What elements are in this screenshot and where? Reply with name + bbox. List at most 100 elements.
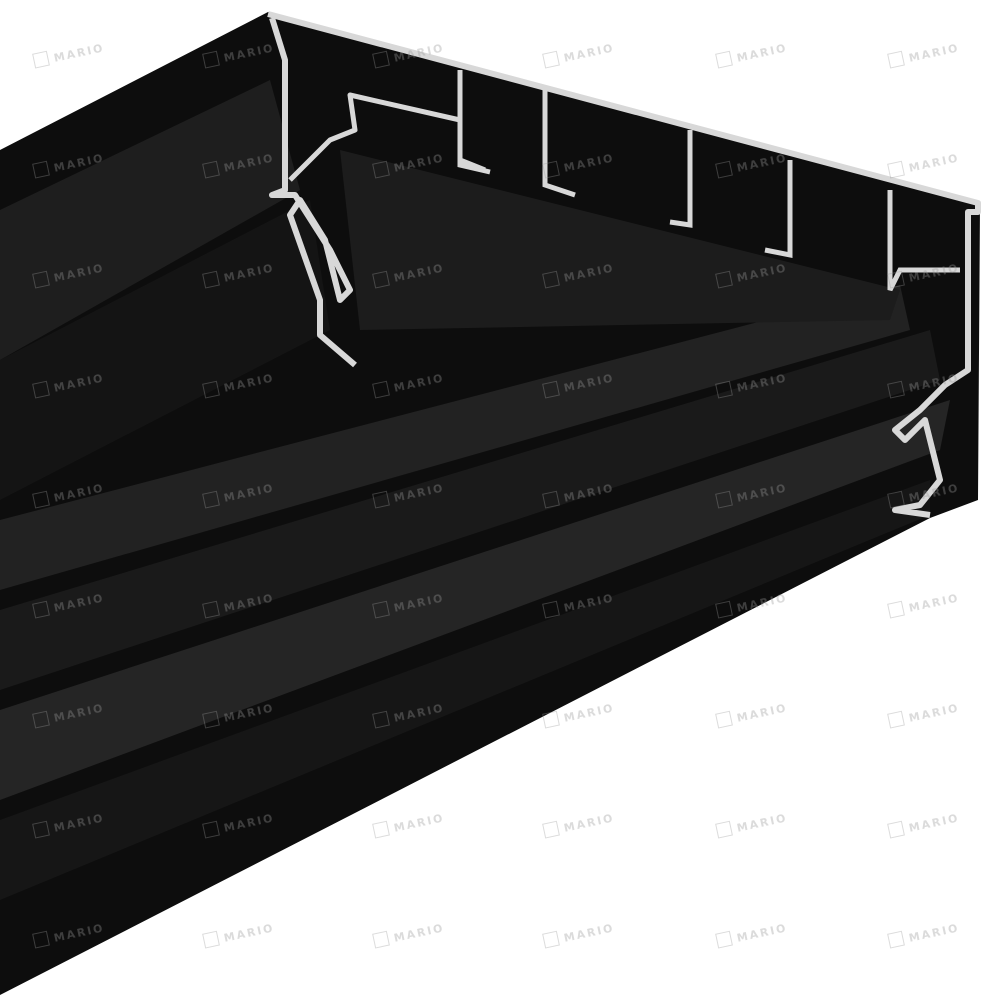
watermark-text: MARIO <box>908 41 961 64</box>
watermark: MARIO <box>372 811 446 839</box>
watermark-text: MARIO <box>563 811 616 834</box>
watermark-logo-icon <box>715 160 733 179</box>
watermark: MARIO <box>542 41 616 69</box>
watermark: MARIO <box>202 921 276 949</box>
watermark-logo-icon <box>32 820 50 839</box>
watermark: MARIO <box>372 921 446 949</box>
watermark-logo-icon <box>32 270 50 289</box>
watermark-text: MARIO <box>908 591 961 614</box>
watermark-logo-icon <box>887 380 905 399</box>
watermark: MARIO <box>542 921 616 949</box>
watermark-logo-icon <box>372 380 390 399</box>
watermark-logo-icon <box>715 490 733 509</box>
watermark-text: MARIO <box>736 921 789 944</box>
watermark-text: MARIO <box>223 921 276 944</box>
watermark-logo-icon <box>887 600 905 619</box>
watermark-logo-icon <box>715 380 733 399</box>
profile-band-4 <box>0 480 930 900</box>
watermark: MARIO <box>887 701 961 729</box>
watermark-logo-icon <box>887 50 905 69</box>
watermark: MARIO <box>715 811 789 839</box>
watermark-logo-icon <box>542 820 560 839</box>
watermark-logo-icon <box>32 380 50 399</box>
watermark-logo-icon <box>715 930 733 949</box>
watermark: MARIO <box>715 41 789 69</box>
watermark-logo-icon <box>887 820 905 839</box>
watermark-text: MARIO <box>908 811 961 834</box>
watermark-logo-icon <box>202 490 220 509</box>
watermark-logo-icon <box>542 160 560 179</box>
watermark-text: MARIO <box>563 921 616 944</box>
watermark-logo-icon <box>887 270 905 289</box>
watermark-logo-icon <box>32 490 50 509</box>
watermark-logo-icon <box>372 270 390 289</box>
profile-band-inner <box>340 150 900 330</box>
watermark-logo-icon <box>372 930 390 949</box>
watermark-logo-icon <box>372 600 390 619</box>
watermark-logo-icon <box>542 490 560 509</box>
watermark-logo-icon <box>202 380 220 399</box>
watermark-logo-icon <box>542 270 560 289</box>
watermark-logo-icon <box>887 160 905 179</box>
watermark-logo-icon <box>542 930 560 949</box>
watermark-logo-icon <box>372 820 390 839</box>
watermark-logo-icon <box>542 600 560 619</box>
profile-face-upper <box>0 80 300 360</box>
watermark-logo-icon <box>887 490 905 509</box>
profile-cross-section-left <box>269 17 357 368</box>
profile-slot-ribs <box>457 70 960 292</box>
watermark: MARIO <box>32 41 106 69</box>
watermark-text: MARIO <box>908 921 961 944</box>
watermark-logo-icon <box>542 50 560 69</box>
watermark-logo-icon <box>202 600 220 619</box>
watermark-logo-icon <box>32 160 50 179</box>
watermark-logo-icon <box>202 710 220 729</box>
watermark-logo-icon <box>32 930 50 949</box>
watermark: MARIO <box>887 591 961 619</box>
watermark-logo-icon <box>715 50 733 69</box>
profile-cross-section <box>267 11 981 518</box>
watermark-text: MARIO <box>908 151 961 174</box>
watermark-logo-icon <box>32 600 50 619</box>
watermark-text: MARIO <box>563 41 616 64</box>
watermark-logo-icon <box>542 380 560 399</box>
watermark-logo-icon <box>887 930 905 949</box>
watermark-logo-icon <box>715 270 733 289</box>
watermark-logo-icon <box>715 820 733 839</box>
watermark-text: MARIO <box>736 701 789 724</box>
watermark-text: MARIO <box>736 811 789 834</box>
watermark-text: MARIO <box>393 921 446 944</box>
watermark: MARIO <box>715 921 789 949</box>
watermark-text: MARIO <box>736 41 789 64</box>
watermark: MARIO <box>542 811 616 839</box>
watermark-logo-icon <box>372 160 390 179</box>
watermark-logo-icon <box>542 710 560 729</box>
watermark-logo-icon <box>372 490 390 509</box>
profile-band-3 <box>0 400 950 800</box>
watermark-logo-icon <box>202 50 220 69</box>
watermark-logo-icon <box>202 820 220 839</box>
watermark-logo-icon <box>715 710 733 729</box>
profile-band-2 <box>0 330 940 690</box>
watermark-logo-icon <box>372 50 390 69</box>
watermark-logo-icon <box>202 270 220 289</box>
watermark-text: MARIO <box>393 811 446 834</box>
profile-band-1 <box>0 285 910 590</box>
watermark-logo-icon <box>32 710 50 729</box>
watermark-logo-icon <box>202 160 220 179</box>
watermark: MARIO <box>715 701 789 729</box>
watermark: MARIO <box>887 811 961 839</box>
watermark: MARIO <box>887 41 961 69</box>
watermark-text: MARIO <box>53 41 106 64</box>
profile-face-left <box>0 200 330 500</box>
watermark: MARIO <box>887 151 961 179</box>
watermark-logo-icon <box>372 710 390 729</box>
watermark-text: MARIO <box>908 701 961 724</box>
watermark-logo-icon <box>202 930 220 949</box>
watermark-logo-icon <box>887 710 905 729</box>
watermark: MARIO <box>887 921 961 949</box>
watermark-logo-icon <box>32 50 50 69</box>
watermark-text: MARIO <box>563 701 616 724</box>
